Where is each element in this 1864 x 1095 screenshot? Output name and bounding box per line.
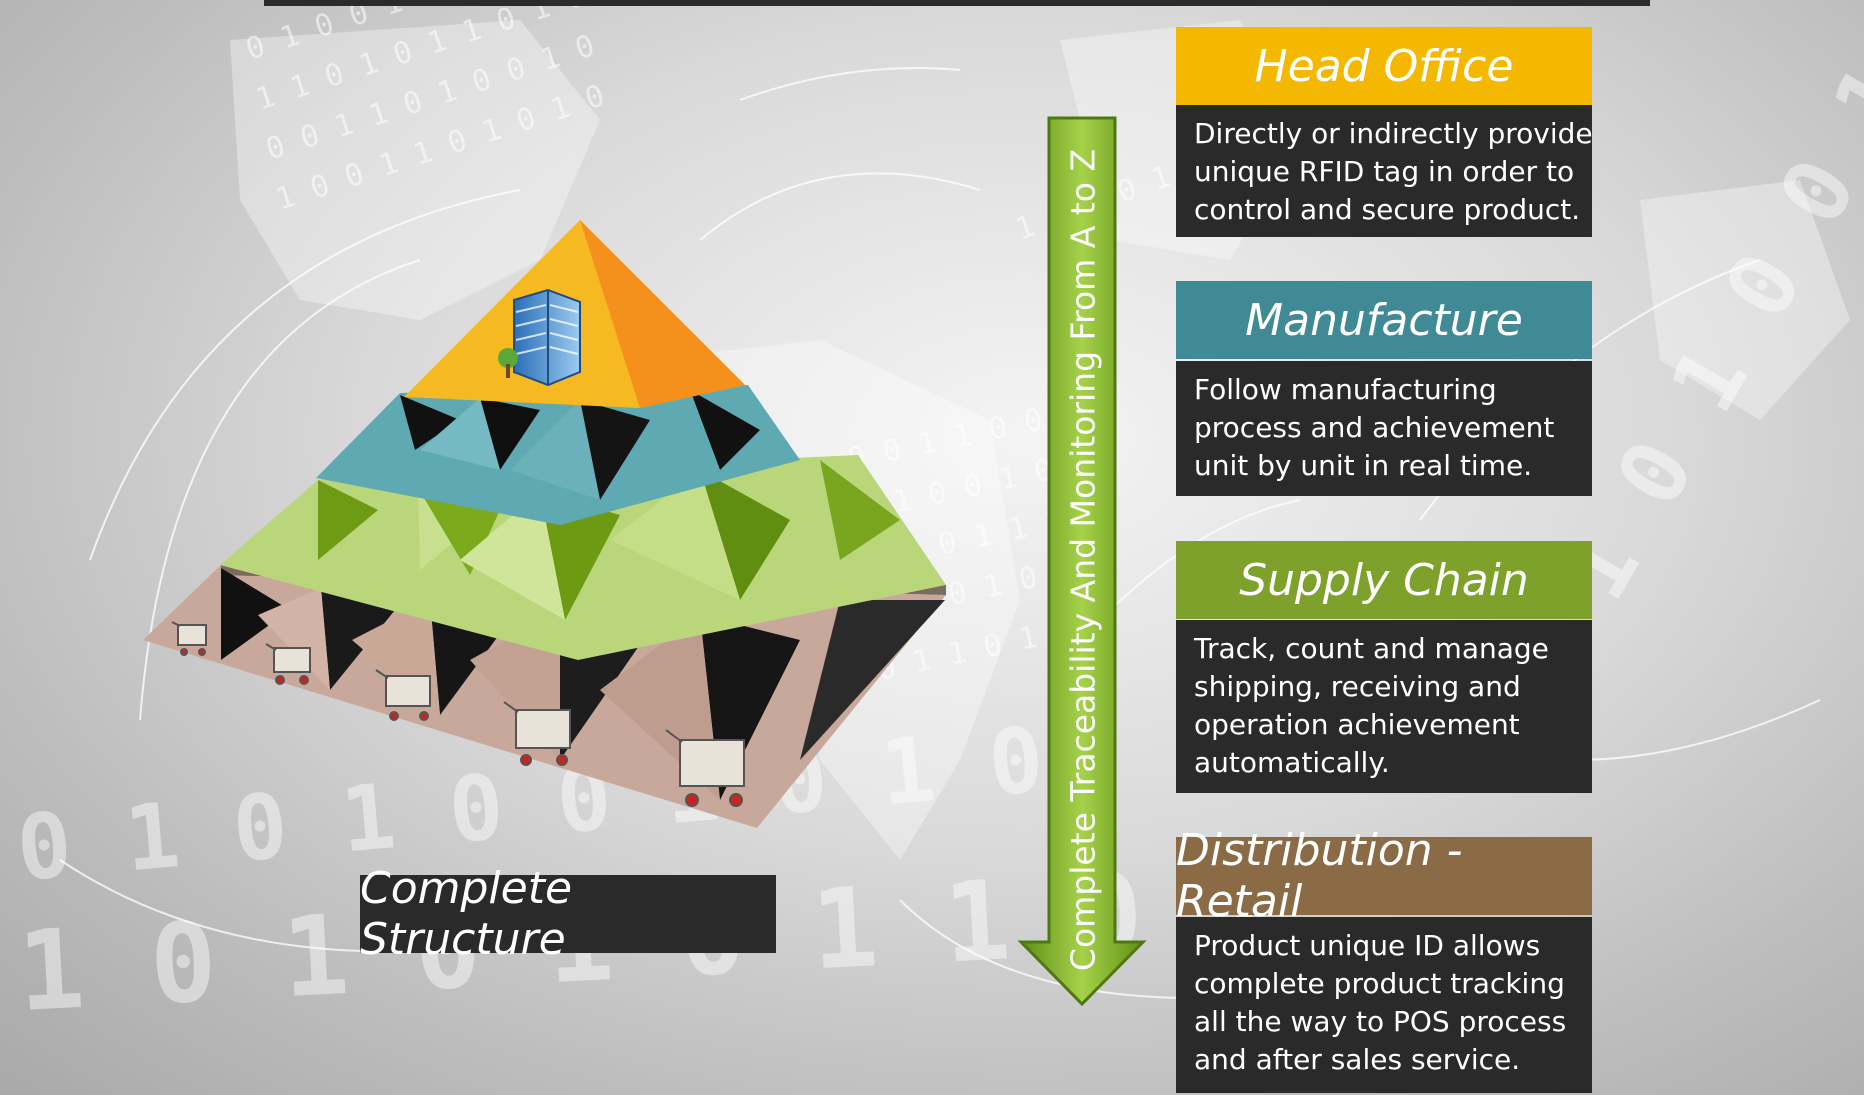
description-line: process and achievement	[1194, 411, 1555, 444]
description-line: Directly or indirectly provide	[1194, 117, 1593, 150]
level-header-manufacture: Manufacture	[1176, 281, 1592, 359]
shopping-cart-icon	[665, 729, 745, 807]
level-header-supply-chain: Supply Chain	[1176, 541, 1592, 619]
description-line: unit by unit in real time.	[1194, 449, 1533, 482]
top-bar	[264, 0, 1650, 6]
description-line: Follow manufacturing	[1194, 373, 1497, 406]
shopping-cart-icon	[375, 669, 431, 721]
pyramid-tier-head-office	[404, 220, 745, 408]
description-line: Product unique ID allows	[1194, 929, 1541, 962]
level-title: Supply Chain	[1239, 554, 1529, 606]
structure-label: Complete Structure	[360, 863, 776, 965]
description-line: automatically.	[1194, 746, 1390, 779]
description-line: unique RFID tag in order to	[1194, 155, 1575, 188]
description-line: operation achievement	[1194, 708, 1520, 741]
description-line: complete product tracking	[1194, 967, 1565, 1000]
description-line: all the way to POS process	[1194, 1005, 1567, 1038]
shopping-cart-icon	[171, 621, 207, 656]
pyramid-tier-supply-chain	[220, 455, 946, 660]
level-title: Manufacture	[1245, 294, 1523, 346]
shopping-cart-icon	[503, 701, 571, 766]
level-description-distribution-retail: Product unique ID allows complete produc…	[1176, 917, 1592, 1093]
level-title: Distribution - Retail	[1176, 825, 1463, 927]
structure-label-text: Complete Structure	[360, 863, 573, 965]
tier-spikes-manufacture	[400, 390, 760, 500]
tier-spikes-supply-chain	[318, 460, 900, 620]
level-description-head-office: Directly or indirectly provide unique RF…	[1176, 105, 1593, 237]
shopping-cart-icon	[265, 643, 311, 685]
description-line: control and secure product.	[1194, 193, 1581, 226]
description-line: Track, count and manage	[1194, 632, 1549, 665]
building-icon	[498, 288, 581, 387]
traceability-arrow	[1017, 116, 1147, 1007]
pyramid-tier-manufacture	[316, 385, 800, 525]
level-description-manufacture: Follow manufacturing process and achieve…	[1176, 361, 1592, 496]
description-line: and after sales service.	[1194, 1043, 1521, 1076]
arrow-label-text: Complete Traceability And Monitoring Fro…	[1063, 148, 1103, 972]
level-header-distribution-retail: Distribution - Retail	[1176, 825, 1592, 927]
level-header-head-office: Head Office	[1176, 27, 1592, 105]
pyramid	[143, 220, 946, 828]
level-description-supply-chain: Track, count and manage shipping, receiv…	[1176, 620, 1592, 793]
description-line: shipping, receiving and	[1194, 670, 1521, 703]
level-title: Head Office	[1254, 40, 1514, 92]
